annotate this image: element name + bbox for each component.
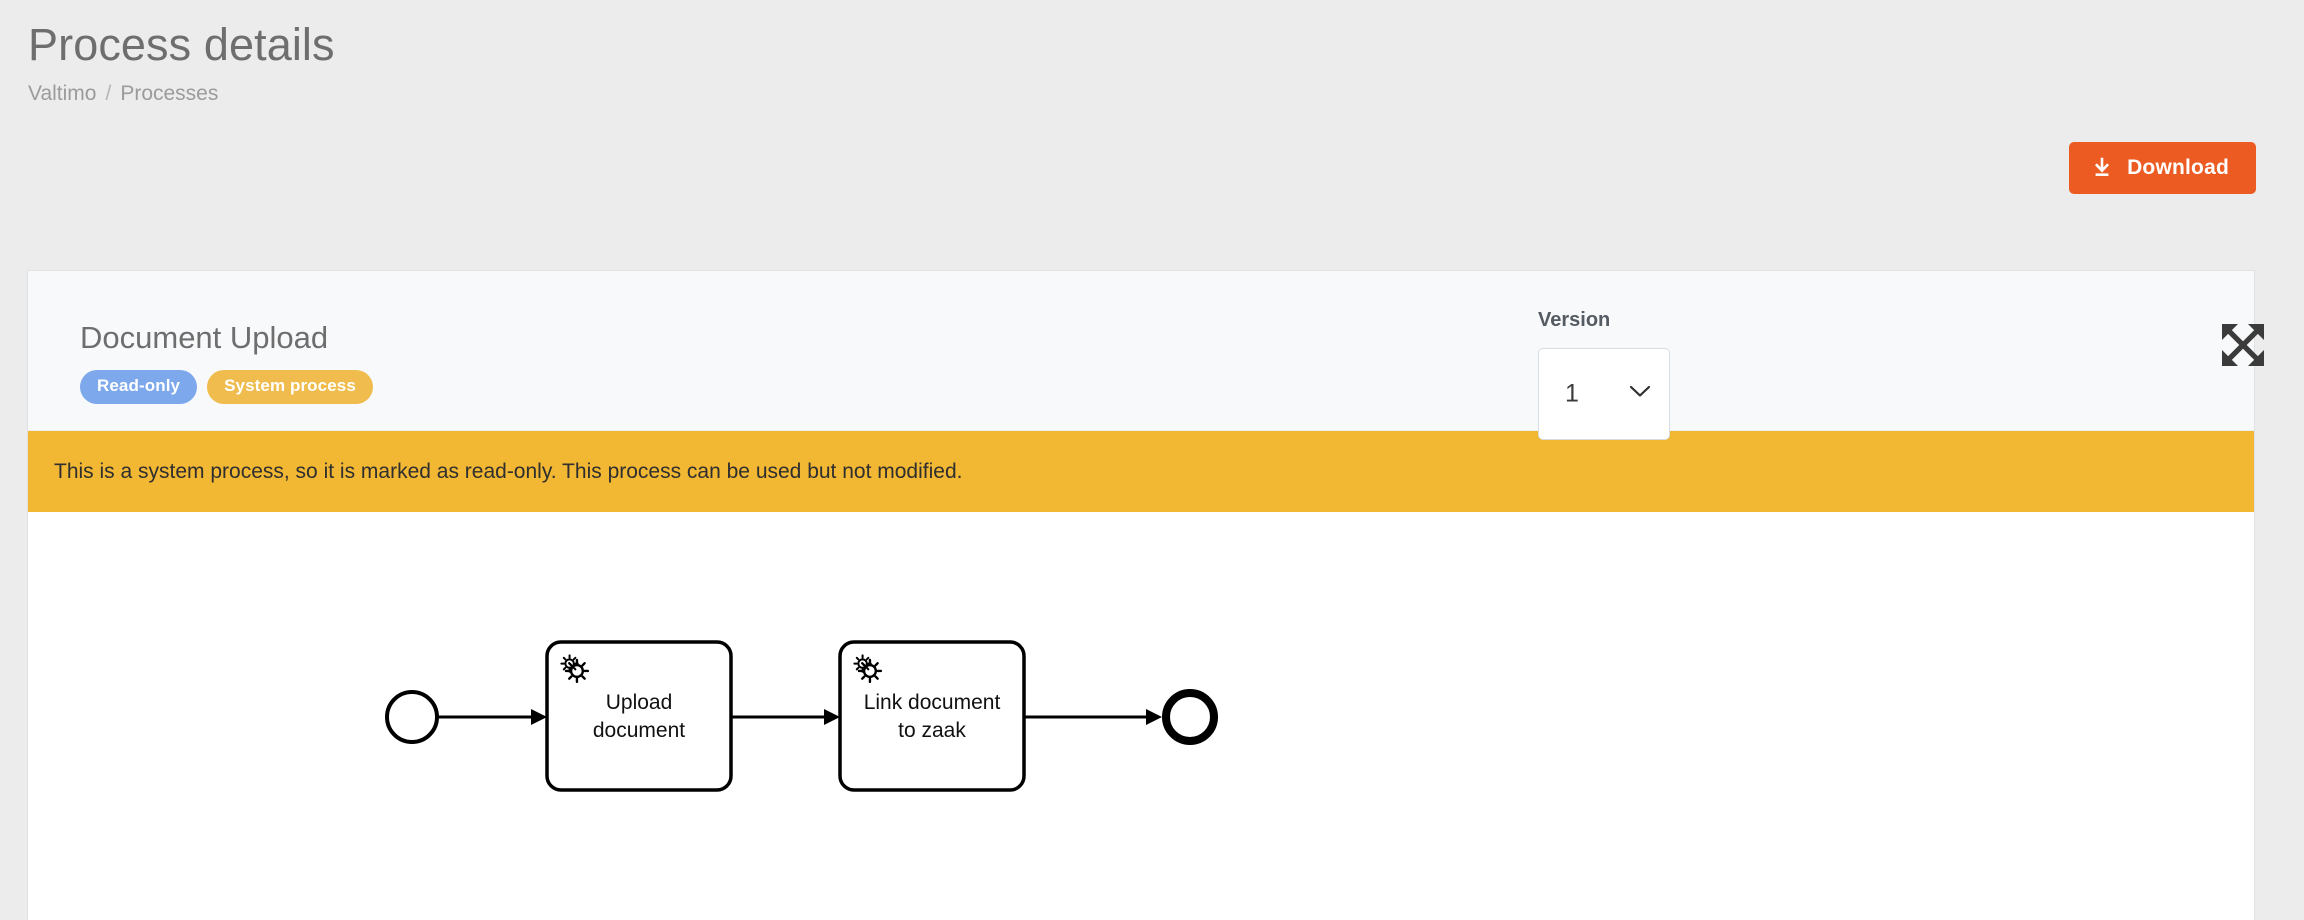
version-label: Version [1538,309,1611,331]
chevron-down-icon [1629,385,1651,404]
process-name: Document Upload [80,320,329,355]
card-header: Document Upload Read-only System process [28,271,2254,431]
bpmn-start-event[interactable] [385,689,439,744]
bpmn-task-label-line1: Upload [606,691,673,714]
bpmn-task-label-line2: document [593,719,685,742]
card-header-left: Document Upload Read-only System process [54,301,2218,404]
status-badge-system-process: System process [207,370,373,404]
breadcrumb: Valtimo / Processes [28,81,2304,106]
process-card: Document Upload Read-only System process… [27,270,2255,920]
page-title: Process details [28,19,335,70]
status-badge-read-only: Read-only [80,370,198,404]
expand-arrows-icon [2220,324,2266,371]
download-button-label: Download [2127,156,2229,179]
bpmn-service-task-link-document-to-zaak[interactable]: Link document to zaak [838,640,1026,792]
bpmn-service-task-upload-document[interactable]: Upload document [545,640,733,792]
read-only-warning-banner: This is a system process, so it is marke… [28,430,2254,512]
bpmn-diagram-canvas[interactable]: Upload document [28,511,2255,872]
breadcrumb-root[interactable]: Valtimo [28,82,97,106]
gear-icon [853,654,883,683]
version-selector-block: Version 1 [1538,308,1670,440]
bpmn-task-label-line1: Link document [864,691,1001,714]
gear-icon [560,654,590,683]
bpmn-diagram[interactable]: Upload document [28,512,2255,872]
page-header: Process details Valtimo / Processes [0,0,2304,106]
bpmn-sequence-flow-2 [731,708,840,725]
breadcrumb-separator: / [105,82,112,106]
badge-row: Read-only System process [80,370,2218,404]
bpmn-sequence-flow-3 [1024,708,1162,725]
bpmn-end-event[interactable] [1162,688,1218,745]
version-select-value: 1 [1565,379,1579,408]
download-button[interactable]: Download [2069,142,2256,194]
bpmn-sequence-flow-1 [437,708,547,725]
expand-fullscreen-button[interactable] [2220,322,2266,368]
bpmn-task-label-line2: to zaak [898,719,966,742]
breadcrumb-current[interactable]: Processes [120,82,219,106]
action-row: Download [2069,142,2256,194]
download-icon [2091,157,2113,179]
version-select[interactable]: 1 [1538,348,1670,440]
